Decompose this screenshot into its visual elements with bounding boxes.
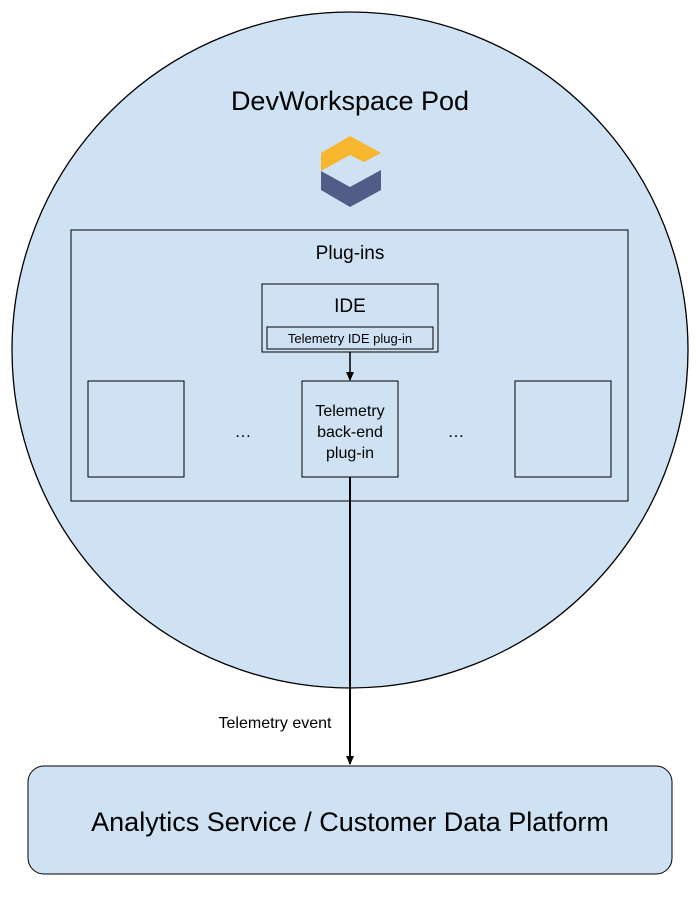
ellipsis-right: … xyxy=(448,422,465,441)
backend-label-line-2: back-end xyxy=(317,424,383,441)
ide-label: IDE xyxy=(334,296,366,317)
analytics-service-box xyxy=(27,765,673,875)
logo-top-shape xyxy=(321,136,381,171)
analytics-service-label: Analytics Service / Customer Data Platfo… xyxy=(91,807,609,837)
telemetry-event-label: Telemetry event xyxy=(219,715,332,732)
ellipsis-left: … xyxy=(235,422,252,441)
pod-title: DevWorkspace Pod xyxy=(231,86,469,116)
backend-label-line-3: plug-in xyxy=(326,445,374,462)
telemetry-ide-plugin-label: Telemetry IDE plug-in xyxy=(288,331,412,346)
telemetry-backend-plugin-box xyxy=(301,380,399,478)
plugin-box-left xyxy=(87,380,185,478)
logo-bottom-shape xyxy=(321,170,381,207)
plugin-box-right xyxy=(514,380,612,478)
che-logo-icon xyxy=(321,136,381,207)
telemetry-ide-plugin-box xyxy=(266,326,434,350)
plugins-title: Plug-ins xyxy=(316,243,385,264)
backend-label-line-1: Telemetry xyxy=(315,403,384,420)
